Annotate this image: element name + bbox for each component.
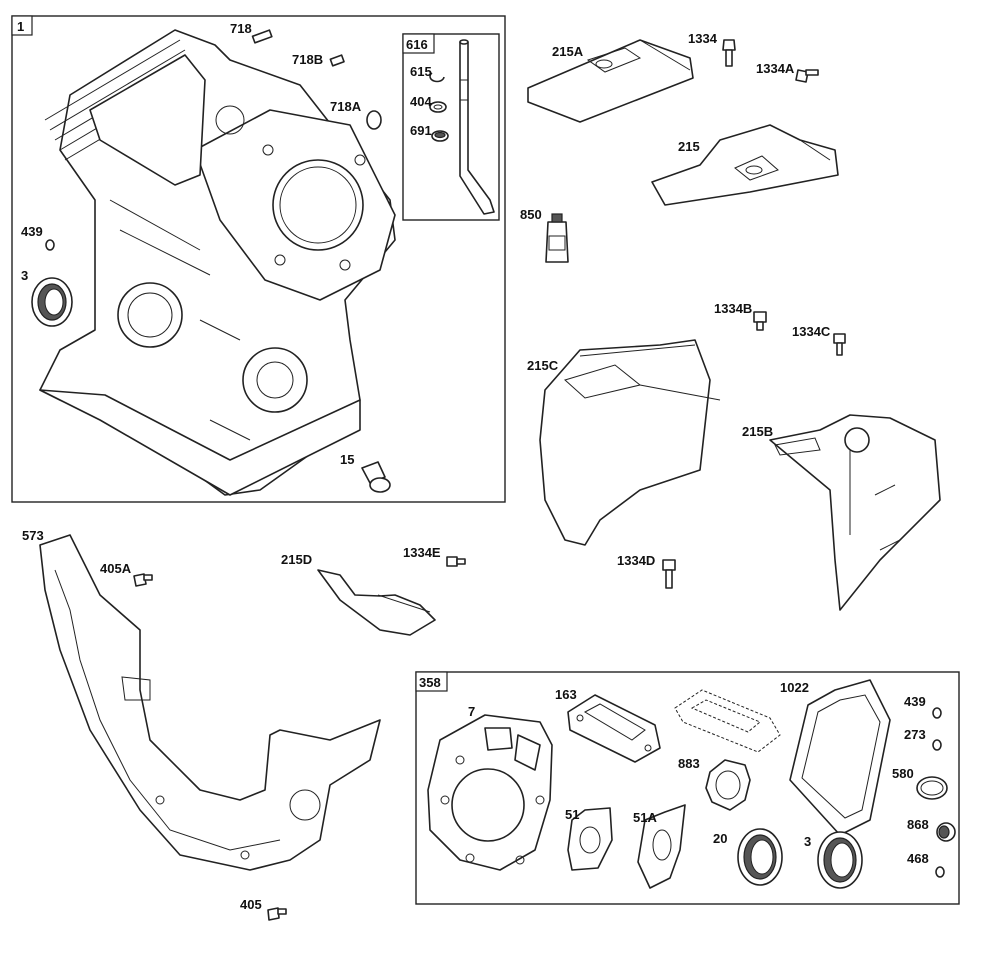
part-883-gasket <box>705 759 751 811</box>
part-1022-gasket <box>789 679 891 836</box>
part-3-seal-box <box>817 831 863 889</box>
label-405: 405 <box>240 897 262 912</box>
part-20-seal <box>737 828 783 886</box>
label-215b: 215B <box>742 424 773 439</box>
label-718b: 718B <box>292 52 323 67</box>
gasket-set-box-number: 358 <box>419 675 441 690</box>
label-1334: 1334 <box>688 31 718 46</box>
label-405a: 405A <box>100 561 132 576</box>
label-691: 691 <box>410 123 432 138</box>
part-573-blower-housing <box>39 534 381 871</box>
label-1022: 1022 <box>780 680 809 695</box>
label-15: 15 <box>340 452 354 467</box>
part-3-seal <box>31 277 73 327</box>
part-850-sealant-tube <box>545 213 569 263</box>
part-405a-bolt <box>133 573 153 587</box>
gasket-set-group: 358 7 163 1022 <box>415 671 960 905</box>
label-1334e: 1334E <box>403 545 441 560</box>
label-868: 868 <box>907 817 929 832</box>
part-1334d-bolt <box>662 559 676 589</box>
part-1334c-bolt <box>833 333 846 356</box>
part-7-head-gasket <box>427 714 553 871</box>
part-1022-dashed-gasket <box>674 689 781 753</box>
crankcase-group: 1 <box>11 15 506 503</box>
label-51a: 51A <box>633 810 657 825</box>
part-1334a-bolt <box>795 69 819 83</box>
part-468-oring <box>935 866 945 878</box>
part-15-fitting <box>361 461 391 493</box>
label-1334a: 1334A <box>756 61 795 76</box>
label-3-top: 3 <box>21 268 28 283</box>
part-51a-gasket <box>637 804 686 889</box>
label-850: 850 <box>520 207 542 222</box>
label-883: 883 <box>678 756 700 771</box>
label-468: 468 <box>907 851 929 866</box>
label-51: 51 <box>565 807 579 822</box>
part-1334e-bolt <box>446 556 466 567</box>
crankcase-box-tag <box>11 15 33 36</box>
dipstick-kit-box-number: 616 <box>406 37 428 52</box>
dipstick-kit-group: 616 615 404 691 <box>402 33 500 221</box>
label-20: 20 <box>713 831 727 846</box>
part-51-gasket <box>567 807 613 871</box>
crankcase-frame <box>11 15 506 503</box>
part-215a-shield <box>527 39 694 123</box>
label-215d: 215D <box>281 552 312 567</box>
part-273-oring <box>932 739 942 751</box>
label-273: 273 <box>904 727 926 742</box>
crankcase-illustration <box>39 29 396 496</box>
label-215c: 215C <box>527 358 559 373</box>
part-163-gasket <box>567 694 661 763</box>
label-163: 163 <box>555 687 577 702</box>
dipstick-kit-box-tag <box>402 33 435 54</box>
part-215c-shield <box>539 339 721 546</box>
part-1334-bolt <box>722 39 736 67</box>
part-215-shield <box>651 124 839 206</box>
label-718: 718 <box>230 21 252 36</box>
label-439-box: 439 <box>904 694 926 709</box>
label-7: 7 <box>468 704 475 719</box>
part-215b-shield <box>769 414 941 611</box>
part-580-oring <box>916 776 948 800</box>
dipstick-tube <box>459 39 495 215</box>
part-404-washer <box>429 101 447 113</box>
part-868-seal <box>936 822 956 842</box>
part-718a-sleeve <box>366 110 382 130</box>
part-718b-pin <box>329 54 345 67</box>
label-615: 615 <box>410 64 432 79</box>
label-1334b: 1334B <box>714 301 752 316</box>
part-718-pin <box>251 29 273 44</box>
label-215: 215 <box>678 139 700 154</box>
part-439-oring-box <box>932 707 942 719</box>
label-573: 573 <box>22 528 44 543</box>
label-215a: 215A <box>552 44 584 59</box>
dipstick-kit-frame <box>402 33 500 221</box>
label-580: 580 <box>892 766 914 781</box>
part-215d-bracket <box>317 569 436 636</box>
part-1334b-bolt <box>753 311 767 331</box>
label-1334c: 1334C <box>792 324 831 339</box>
label-1334d: 1334D <box>617 553 655 568</box>
label-439-top: 439 <box>21 224 43 239</box>
part-439-oring <box>45 239 55 251</box>
label-404: 404 <box>410 94 432 109</box>
part-691-oring <box>431 130 449 142</box>
gasket-set-box-tag <box>415 671 448 692</box>
part-615-clip <box>429 72 445 83</box>
crankcase-box-number: 1 <box>17 19 24 34</box>
part-405-bolt <box>267 907 287 921</box>
label-718a: 718A <box>330 99 362 114</box>
label-3-box: 3 <box>804 834 811 849</box>
gasket-set-frame <box>415 671 960 905</box>
